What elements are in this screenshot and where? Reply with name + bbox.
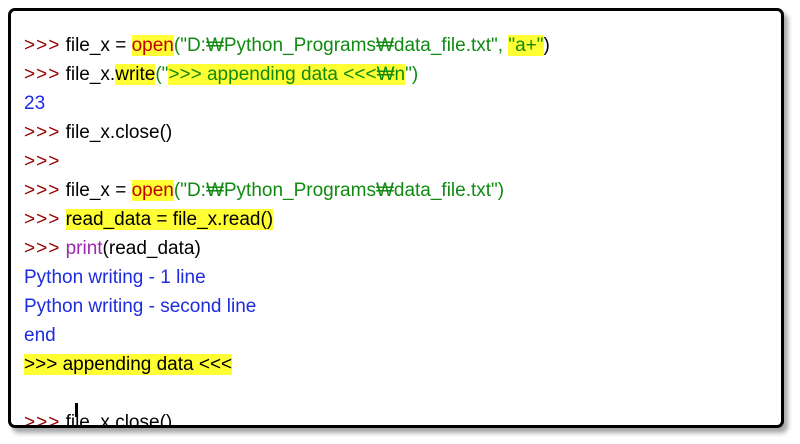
shell-prompt: >>> xyxy=(24,412,61,428)
code-token: >>> appending data <<<₩n xyxy=(168,64,406,85)
shell-prompt: >>> xyxy=(24,64,61,85)
output-text: Python writing - second line xyxy=(24,296,257,317)
code-token: "a+" xyxy=(508,35,544,56)
shell-input-line: >>> read_data = file_x.read() xyxy=(24,205,550,234)
code-token: print xyxy=(65,238,103,259)
shell-input-line: >>> print(read_data) xyxy=(24,234,550,263)
text-cursor xyxy=(75,403,78,417)
shell-output-line: end xyxy=(24,321,550,350)
shell-prompt: >>> xyxy=(24,35,61,56)
shell-output-line xyxy=(24,379,550,408)
code-token: (read_data) xyxy=(102,238,201,259)
code-token: ("D:₩Python_Programs₩data_file.txt") xyxy=(173,180,505,201)
shell-input-line: >>> file_x.close() xyxy=(24,118,550,147)
shell-prompt: >>> xyxy=(24,180,61,201)
code-token: file_x = xyxy=(65,35,132,56)
shell-output-line: 23 xyxy=(24,89,550,118)
python-shell-window: >>> file_x = open("D:₩Python_Programs₩da… xyxy=(8,8,784,428)
code-token: ") xyxy=(405,64,419,85)
code-token: open xyxy=(131,180,174,201)
shell-output-line: Python writing - 1 line xyxy=(24,263,550,292)
shell-input-line: >>> file_x.close() xyxy=(24,408,550,428)
code-token: file_x.close() xyxy=(65,412,173,428)
code-token: file_x. xyxy=(65,64,116,85)
shell-output-area[interactable]: >>> file_x = open("D:₩Python_Programs₩da… xyxy=(24,31,550,428)
shell-input-line: >>> file_x.write(">>> appending data <<<… xyxy=(24,60,550,89)
code-token: write xyxy=(115,64,156,85)
shell-output-line: Python writing - second line xyxy=(24,292,550,321)
output-text-highlighted: >>> appending data <<< xyxy=(24,354,233,375)
shell-output-line: >>> appending data <<< xyxy=(24,350,550,379)
code-token: open xyxy=(131,35,174,56)
code-token: ("D:₩Python_Programs₩data_file.txt", xyxy=(173,35,509,56)
code-token: file_x = xyxy=(65,180,132,201)
shell-prompt: >>> xyxy=(24,151,61,172)
code-token: file_x.close() xyxy=(65,122,173,143)
code-token: (" xyxy=(155,64,169,85)
shell-prompt: >>> xyxy=(24,238,61,259)
shell-prompt: >>> xyxy=(24,209,61,230)
shell-input-line: >>> file_x = open("D:₩Python_Programs₩da… xyxy=(24,176,550,205)
code-token: read_data = file_x.read() xyxy=(65,209,274,230)
output-text: Python writing - 1 line xyxy=(24,267,206,288)
output-text: 23 xyxy=(24,93,46,114)
code-token: ) xyxy=(543,35,550,56)
shell-input-line: >>> file_x = open("D:₩Python_Programs₩da… xyxy=(24,31,550,60)
shell-prompt: >>> xyxy=(24,122,61,143)
output-text: end xyxy=(24,325,56,346)
shell-input-line: >>> xyxy=(24,147,550,176)
